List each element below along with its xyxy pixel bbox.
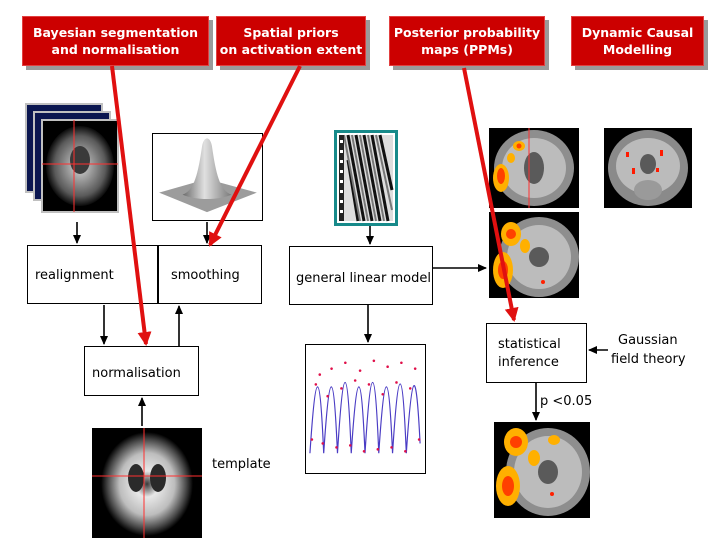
template-brain-image bbox=[92, 428, 202, 538]
normalisation-label: normalisation bbox=[92, 366, 181, 381]
dcm-brain-slice bbox=[604, 128, 692, 208]
realignment-box: realignment bbox=[27, 245, 158, 304]
template-label: template bbox=[212, 457, 271, 472]
general-linear-model-box: general linear model bbox=[289, 246, 433, 305]
design-matrix-image bbox=[334, 130, 398, 226]
smoothing-label: smoothing bbox=[171, 268, 240, 283]
statistical-inference-label-line2: inference bbox=[498, 355, 559, 370]
gaussian-field-theory-label-line2: field theory bbox=[611, 352, 686, 367]
fmri-volume-stack bbox=[25, 103, 119, 213]
general-linear-model-label: general linear model bbox=[296, 271, 431, 286]
normalisation-box: normalisation bbox=[84, 346, 199, 396]
ppm-brain-slice-bottom bbox=[489, 212, 579, 298]
statistical-inference-box: statistical inference bbox=[486, 323, 587, 383]
timeseries-fit-plot bbox=[305, 344, 426, 474]
realignment-label: realignment bbox=[35, 268, 114, 283]
result-brain-slice bbox=[494, 422, 590, 518]
threshold-label: p <0.05 bbox=[540, 394, 593, 409]
gaussian-field-theory-label-line1: Gaussian bbox=[618, 333, 678, 348]
smoothing-box: smoothing bbox=[158, 245, 262, 304]
gaussian-kernel-image bbox=[152, 133, 263, 221]
ppm-brain-slice-top bbox=[489, 128, 579, 208]
statistical-inference-label-line1: statistical bbox=[498, 337, 561, 352]
